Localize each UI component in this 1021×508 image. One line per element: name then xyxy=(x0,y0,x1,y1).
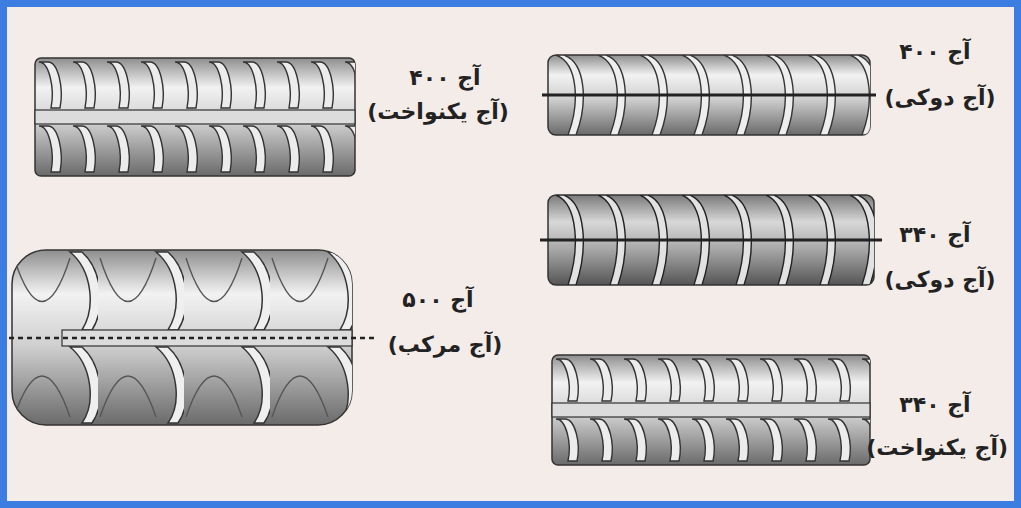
grade-label: آج ۴۰۰ xyxy=(899,38,970,66)
grade-label: آج ۳۴۰ xyxy=(899,221,970,249)
rebar-illustration xyxy=(7,7,1014,501)
type-label: (آج دوکی) xyxy=(884,84,995,112)
type-label: (آج یکنواخت) xyxy=(367,98,509,126)
type-label: (آج مرکب) xyxy=(388,331,503,359)
grade-label: آج ۵۰۰ xyxy=(402,286,473,314)
grade-label: آج ۳۴۰ xyxy=(899,391,970,419)
grade-label: آج ۴۰۰ xyxy=(409,64,480,92)
type-label: (آج یکنواخت) xyxy=(866,434,1008,462)
background: آج ۴۰۰ (آج یکنواخت) آج ۴۰۰ (آج دوکی) آج ۵۰۰ (… xyxy=(7,7,1014,501)
type-label: (آج دوکی) xyxy=(884,266,995,294)
